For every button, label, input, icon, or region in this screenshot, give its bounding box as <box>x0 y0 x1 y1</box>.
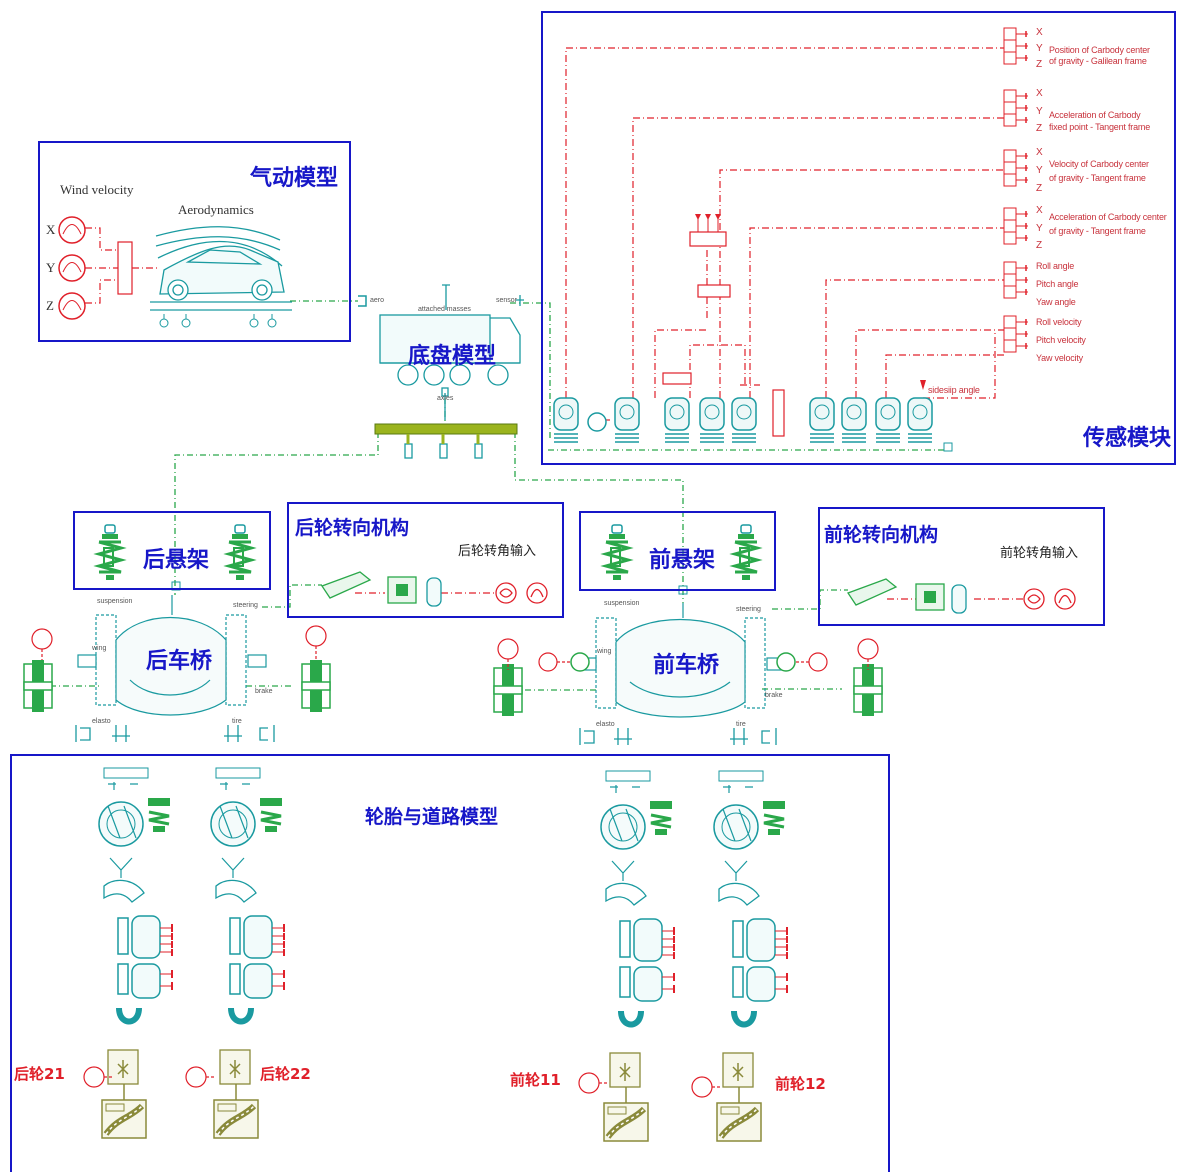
accc-axis-x: X <box>1036 206 1042 216</box>
front-steering-title: 前轮转向机构 <box>824 520 938 547</box>
yaw-velocity-label: Yaw velocity <box>1036 353 1083 363</box>
wheel-label-front-11: 前轮11 <box>510 1069 561 1090</box>
axle-bus <box>375 424 517 458</box>
aerodynamics-label: Aerodynamics <box>178 202 254 218</box>
wheel-label-rear-21: 后轮21 <box>14 1063 65 1084</box>
rear-brake-label: brake <box>255 688 273 695</box>
sideslip-angle-label: sidesiip angle <box>928 385 980 395</box>
aero-model-title: 气动模型 <box>250 160 338 192</box>
accc-desc-1: Acceleration of Carbody center <box>1049 212 1167 222</box>
pos-axis-y: Y <box>1036 44 1042 54</box>
front-wing-label: wing <box>597 648 611 655</box>
tire-road-title: 轮胎与道路模型 <box>365 802 498 829</box>
pos-axis-z: Z <box>1036 60 1042 70</box>
rear-wing-label: wing <box>92 645 106 652</box>
accc-axis-y: Y <box>1036 224 1042 234</box>
accf-axis-y: Y <box>1036 107 1042 117</box>
accf-desc-2: fixed point - Tangent frame <box>1049 122 1150 132</box>
pos-axis-x: X <box>1036 28 1042 38</box>
vel-axis-y: Y <box>1036 166 1042 176</box>
front-steering-port: steering <box>736 606 761 613</box>
vel-axis-x: X <box>1036 148 1042 158</box>
front-axle-title: 前车桥 <box>653 647 719 679</box>
front-elasto-label: elasto <box>596 721 615 728</box>
wind-axis-x: X <box>46 222 55 238</box>
wheel-label-rear-22: 后轮22 <box>260 1063 311 1084</box>
accf-axis-x: X <box>1036 89 1042 99</box>
yaw-angle-label: Yaw angle <box>1036 297 1076 307</box>
wind-axis-z: Z <box>46 298 54 314</box>
sensor-module-frame <box>541 11 1176 465</box>
wheel-label-front-12: 前轮12 <box>775 1073 826 1094</box>
accc-desc-2: of gravity - Tangent frame <box>1049 226 1146 236</box>
vel-axis-z: Z <box>1036 184 1042 194</box>
axles-port-label: axles <box>437 395 453 402</box>
front-brake-label: brake <box>765 692 783 699</box>
front-tire-label: tire <box>736 721 746 728</box>
rear-suspension-title: 后悬架 <box>143 542 209 574</box>
sensor-port-label: sensor <box>496 297 517 304</box>
vel-desc-1: Velocity of Carbody center <box>1049 159 1149 169</box>
rear-steering-title: 后轮转向机构 <box>295 513 409 540</box>
roll-velocity-label: Roll velocity <box>1036 317 1081 327</box>
front-steering-input-label: 前轮转角输入 <box>1000 542 1078 561</box>
accf-desc-1: Acceleration of Carbody <box>1049 110 1140 120</box>
roll-angle-label: Roll angle <box>1036 261 1074 271</box>
accf-axis-z: Z <box>1036 124 1042 134</box>
rear-steering-port: steering <box>233 602 258 609</box>
chassis-model-title: 底盘模型 <box>408 338 496 370</box>
rear-elasto-label: elasto <box>92 718 111 725</box>
front-suspension-title: 前悬架 <box>649 542 715 574</box>
rear-tire-label: tire <box>232 718 242 725</box>
accc-axis-z: Z <box>1036 241 1042 251</box>
pos-desc-1: Position of Carbody center <box>1049 45 1150 55</box>
sensor-module-title: 传感模块 <box>1083 420 1171 452</box>
rear-suspension-port: suspension <box>97 598 132 605</box>
pitch-velocity-label: Pitch velocity <box>1036 335 1086 345</box>
axle-ports <box>76 725 776 745</box>
front-suspension-port: suspension <box>604 600 639 607</box>
aero-port-label: aero <box>370 297 384 304</box>
pos-desc-2: of gravity - Galilean frame <box>1049 56 1147 66</box>
vel-desc-2: of gravity - Tangent frame <box>1049 173 1146 183</box>
pitch-angle-label: Pitch angle <box>1036 279 1078 289</box>
rear-axle-title: 后车桥 <box>146 643 212 675</box>
attached-masses-label: attached masses <box>418 306 471 313</box>
wind-velocity-label: Wind velocity <box>60 182 134 198</box>
rear-steering-input-label: 后轮转角输入 <box>458 540 536 559</box>
wind-axis-y: Y <box>46 260 55 276</box>
